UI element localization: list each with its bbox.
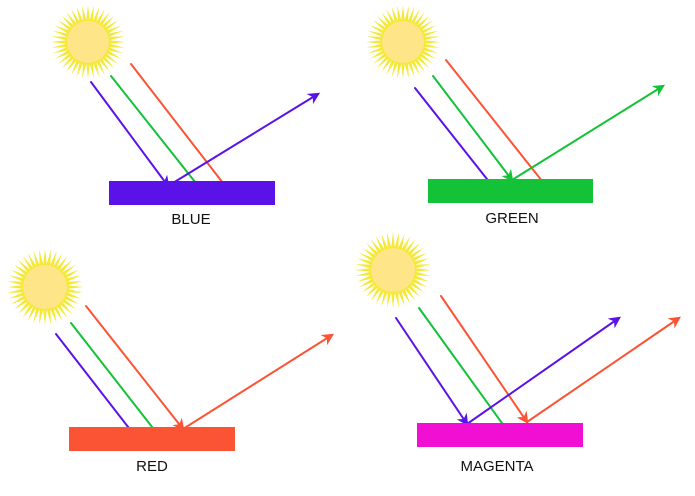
reflected-ray-blue xyxy=(167,92,321,187)
surface-red xyxy=(69,427,235,451)
panel-green: GREEN xyxy=(366,5,666,227)
surface-blue xyxy=(109,181,275,205)
incident-ray-blue xyxy=(55,333,141,443)
incident-ray-red xyxy=(440,295,529,424)
incident-ray-red xyxy=(130,63,235,198)
incident-ray-blue xyxy=(414,87,500,195)
sun-icon xyxy=(355,232,431,308)
incident-ray-green xyxy=(432,75,514,182)
surface-green xyxy=(428,179,593,203)
incident-ray-green xyxy=(70,322,165,443)
panel-label-blue: BLUE xyxy=(171,211,210,228)
panel-red: RED xyxy=(7,249,335,475)
reflected-ray-red xyxy=(526,316,681,423)
reflected-ray-blue xyxy=(466,316,621,425)
reflected-ray-red xyxy=(182,333,335,430)
surface-magenta xyxy=(417,423,583,447)
panel-label-green: GREEN xyxy=(485,210,538,227)
panel-magenta: MAGENTA xyxy=(355,232,681,475)
panel-label-red: RED xyxy=(136,458,168,475)
panel-label-magenta: MAGENTA xyxy=(460,458,533,475)
sun-icon xyxy=(7,249,83,325)
incident-ray-green xyxy=(418,307,514,439)
sun-icon xyxy=(366,5,440,79)
incident-ray-blue xyxy=(395,317,469,426)
incident-ray-green xyxy=(110,75,205,194)
panel-blue: BLUE xyxy=(51,5,321,228)
sun-icon xyxy=(51,5,125,79)
incident-ray-red xyxy=(445,59,552,193)
incident-ray-red xyxy=(85,305,185,431)
incident-ray-blue xyxy=(90,81,170,188)
reflected-ray-green xyxy=(511,84,666,181)
